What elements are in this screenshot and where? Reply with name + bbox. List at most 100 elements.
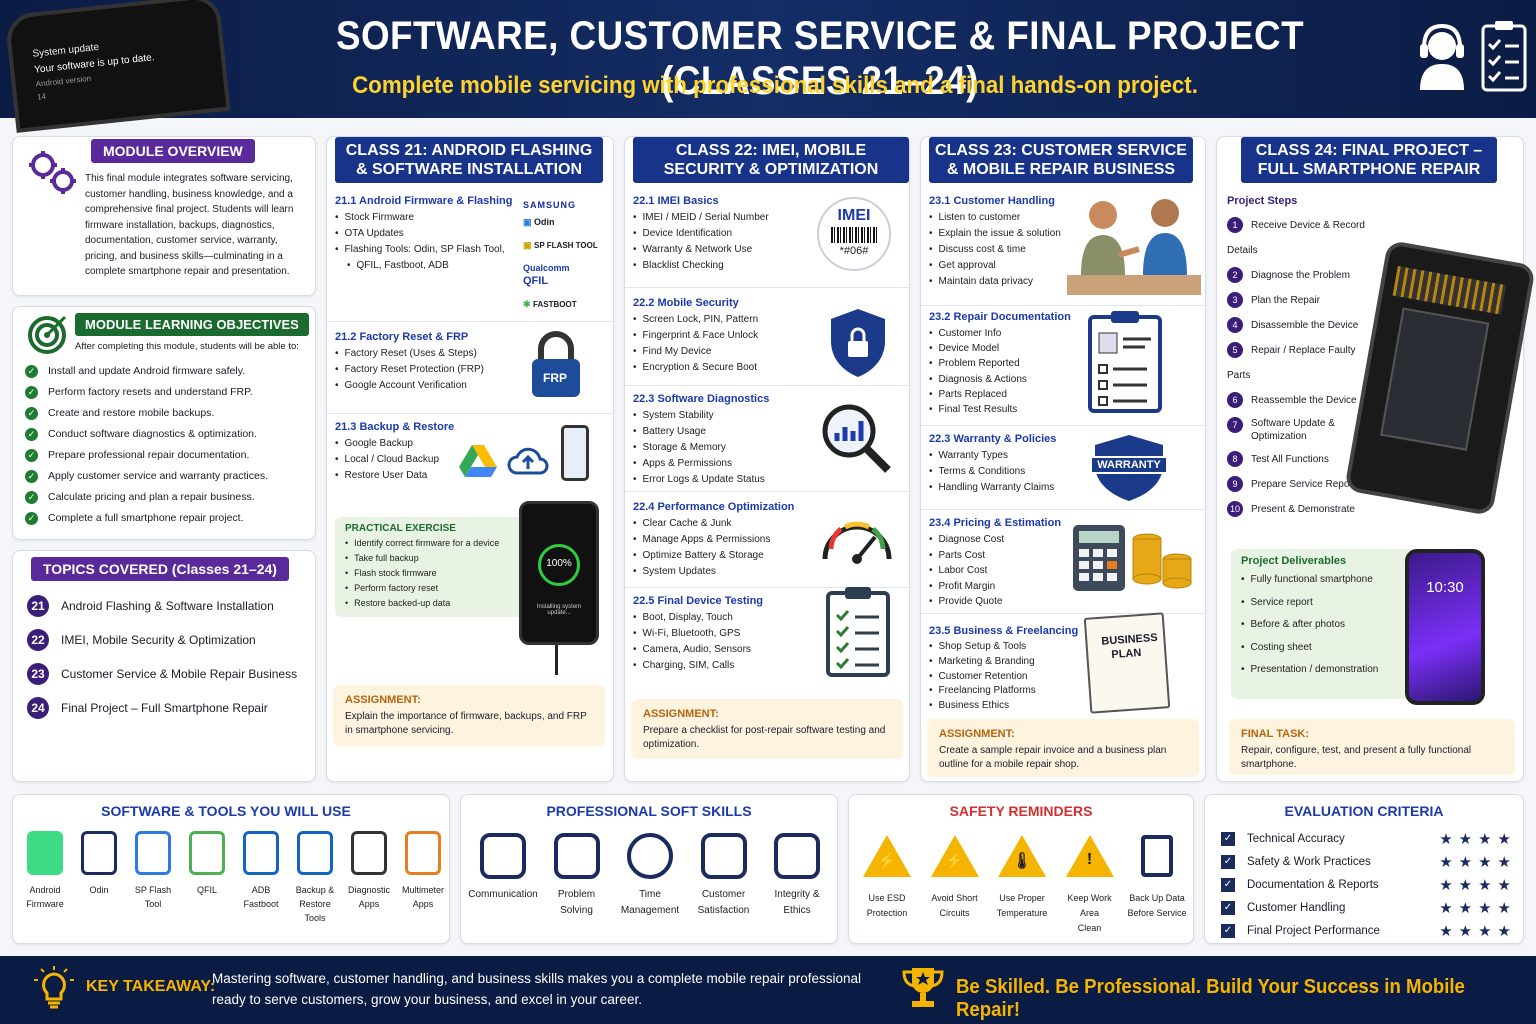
backup-icon — [297, 831, 333, 875]
trophy-icon — [900, 964, 946, 1010]
section-title: 23.1 Customer Handling — [929, 195, 1055, 207]
safety-label: Circuits — [939, 908, 970, 918]
objective-item: ✓Conduct software diagnostics & optimiza… — [25, 424, 315, 445]
objective-item: ✓Apply customer service and warranty pra… — [25, 466, 315, 487]
tool-label: ADB — [251, 885, 271, 895]
list-item: Maintain data privacy — [929, 274, 1079, 290]
list-item: Diagnosis & Actions — [929, 372, 1089, 387]
list-item: Google Backup — [335, 436, 475, 452]
target-icon — [27, 313, 69, 355]
checkbox-icon: ✓ — [1221, 923, 1235, 938]
business-plan-label: BUSINESS PLAN — [1101, 631, 1158, 662]
imei-barcode-icon: IMEI *#06# — [817, 197, 891, 271]
phone-clock: 10:30 — [1426, 579, 1464, 596]
list-item: Explain the issue & solution — [929, 226, 1079, 242]
safety-label: Before Service — [1127, 908, 1187, 918]
section-23-5: 23.5 Business & Freelancing Shop Setup &… — [929, 625, 1089, 714]
tool-item: Backup &Restore Tools — [289, 831, 341, 925]
class-22-assignment: ASSIGNMENT:Prepare a checklist for post-… — [631, 699, 903, 759]
evaluation-item: ✓Safety & Work Practices★★★★ — [1221, 850, 1517, 873]
section-title: 21.2 Factory Reset & FRP — [335, 331, 469, 343]
usb-cable — [555, 645, 558, 675]
android-icon — [27, 831, 63, 875]
list-item: Battery Usage — [633, 424, 823, 440]
list-item: Factory Reset Protection (FRP) — [335, 362, 525, 378]
list-item: Business Ethics — [929, 699, 1089, 714]
tool-item: SP Flash Tool — [127, 831, 179, 925]
tool-label: Diagnostic — [347, 885, 391, 895]
safety-label: Temperature — [996, 908, 1048, 918]
section-23-4: 23.4 Pricing & Estimation Diagnose Cost … — [929, 517, 1079, 610]
key-takeaway-label: KEY TAKEAWAY: — [86, 978, 216, 995]
soft-skill-item: Communication — [467, 833, 539, 919]
list-item: Handling Warranty Claims — [929, 480, 1099, 496]
list-item: Blacklist Checking — [633, 258, 823, 274]
safety-label: Clean — [1077, 923, 1102, 933]
section-title: 22.4 Performance Optimization — [633, 501, 795, 513]
list-item: Apps & Permissions — [633, 456, 823, 472]
flash-tools-logos: SAMSUNG ▣ Odin ▣ SP FLASH TOOL Qualcomm … — [523, 199, 611, 311]
list-item: Presentation / demonstration — [1241, 659, 1417, 682]
class-21-assignment: ASSIGNMENT:Explain the importance of fir… — [333, 685, 605, 746]
fastboot-logo: ✱ FASTBOOT — [523, 299, 577, 309]
cloud-upload-icon — [507, 443, 549, 477]
objective-item: ✓Perform factory resets and understand F… — [25, 382, 315, 403]
star-rating: ★★★★ — [1439, 922, 1517, 940]
magnifier-chart-icon — [819, 401, 895, 477]
list-item: Storage & Memory — [633, 440, 823, 456]
tool-label: Odin — [89, 885, 109, 895]
section-23-2: 23.2 Repair Documentation Customer Info … — [929, 311, 1089, 417]
section-title: 22.2 Mobile Security — [633, 297, 739, 309]
soft-skill-label: Integrity & — [774, 889, 820, 900]
list-item: OTA Updates — [335, 226, 525, 242]
list-item: Fully functional smartphone — [1241, 569, 1417, 592]
soft-skill-label: Communication — [468, 889, 538, 900]
list-item: Optimize Battery & Storage — [633, 548, 823, 564]
handshake-icon — [700, 833, 747, 879]
steps-title: Project Steps — [1227, 195, 1298, 207]
evaluation-panel: EVALUATION CRITERIA ✓Technical Accuracy★… — [1204, 794, 1524, 944]
list-item: Restore backed-up data — [345, 596, 525, 611]
checklist-icon — [1480, 18, 1528, 94]
odin-logo: ▣ Odin — [523, 217, 555, 227]
list-item: Stock Firmware — [335, 210, 525, 226]
list-item: Warranty Types — [929, 448, 1099, 464]
list-item: Screen Lock, PIN, Pattern — [633, 312, 823, 328]
key-takeaway-text: Mastering software, customer handling, a… — [212, 971, 862, 1007]
list-item: Device Model — [929, 341, 1089, 356]
sp-flash-logo: ▣ SP FLASH TOOL — [523, 240, 598, 250]
list-item: IMEI / MEID / Serial Number — [633, 210, 823, 226]
list-item: Listen to customer — [929, 210, 1079, 226]
list-item: Warranty & Network Use — [633, 242, 823, 258]
qualcomm-logo: Qualcomm — [523, 263, 570, 273]
check-icon: ✓ — [25, 364, 38, 378]
safety-label: Back Up Data — [1129, 893, 1185, 903]
list-item: Encryption & Secure Boot — [633, 360, 823, 376]
section-21-3: 21.3 Backup & Restore Google Backup Loca… — [335, 421, 475, 484]
section-title: 22.5 Final Device Testing — [633, 595, 764, 607]
repair-form-icon — [1087, 309, 1163, 413]
section-22-4: 22.4 Performance Optimization Clear Cach… — [633, 501, 823, 580]
footer-slogan: Be Skilled. Be Professional. Build Your … — [956, 976, 1465, 1021]
security-shield-icon — [827, 307, 889, 379]
tool-label: QFIL — [196, 885, 217, 895]
customer-service-illustration — [1067, 193, 1201, 297]
list-item: Discuss cost & time — [929, 242, 1079, 258]
tool-label: Firmware — [26, 899, 64, 909]
tool-label: Backup & — [295, 885, 335, 895]
install-status: Installing system update... — [536, 604, 582, 616]
list-item: Identify correct firmware for a device — [345, 536, 525, 551]
section-title: 21.1 Android Firmware & Flashing — [335, 195, 513, 207]
tool-label: Apps — [358, 899, 380, 909]
list-item: Error Logs & Update Status — [633, 472, 823, 488]
list-item: Flash stock firmware — [345, 566, 525, 581]
